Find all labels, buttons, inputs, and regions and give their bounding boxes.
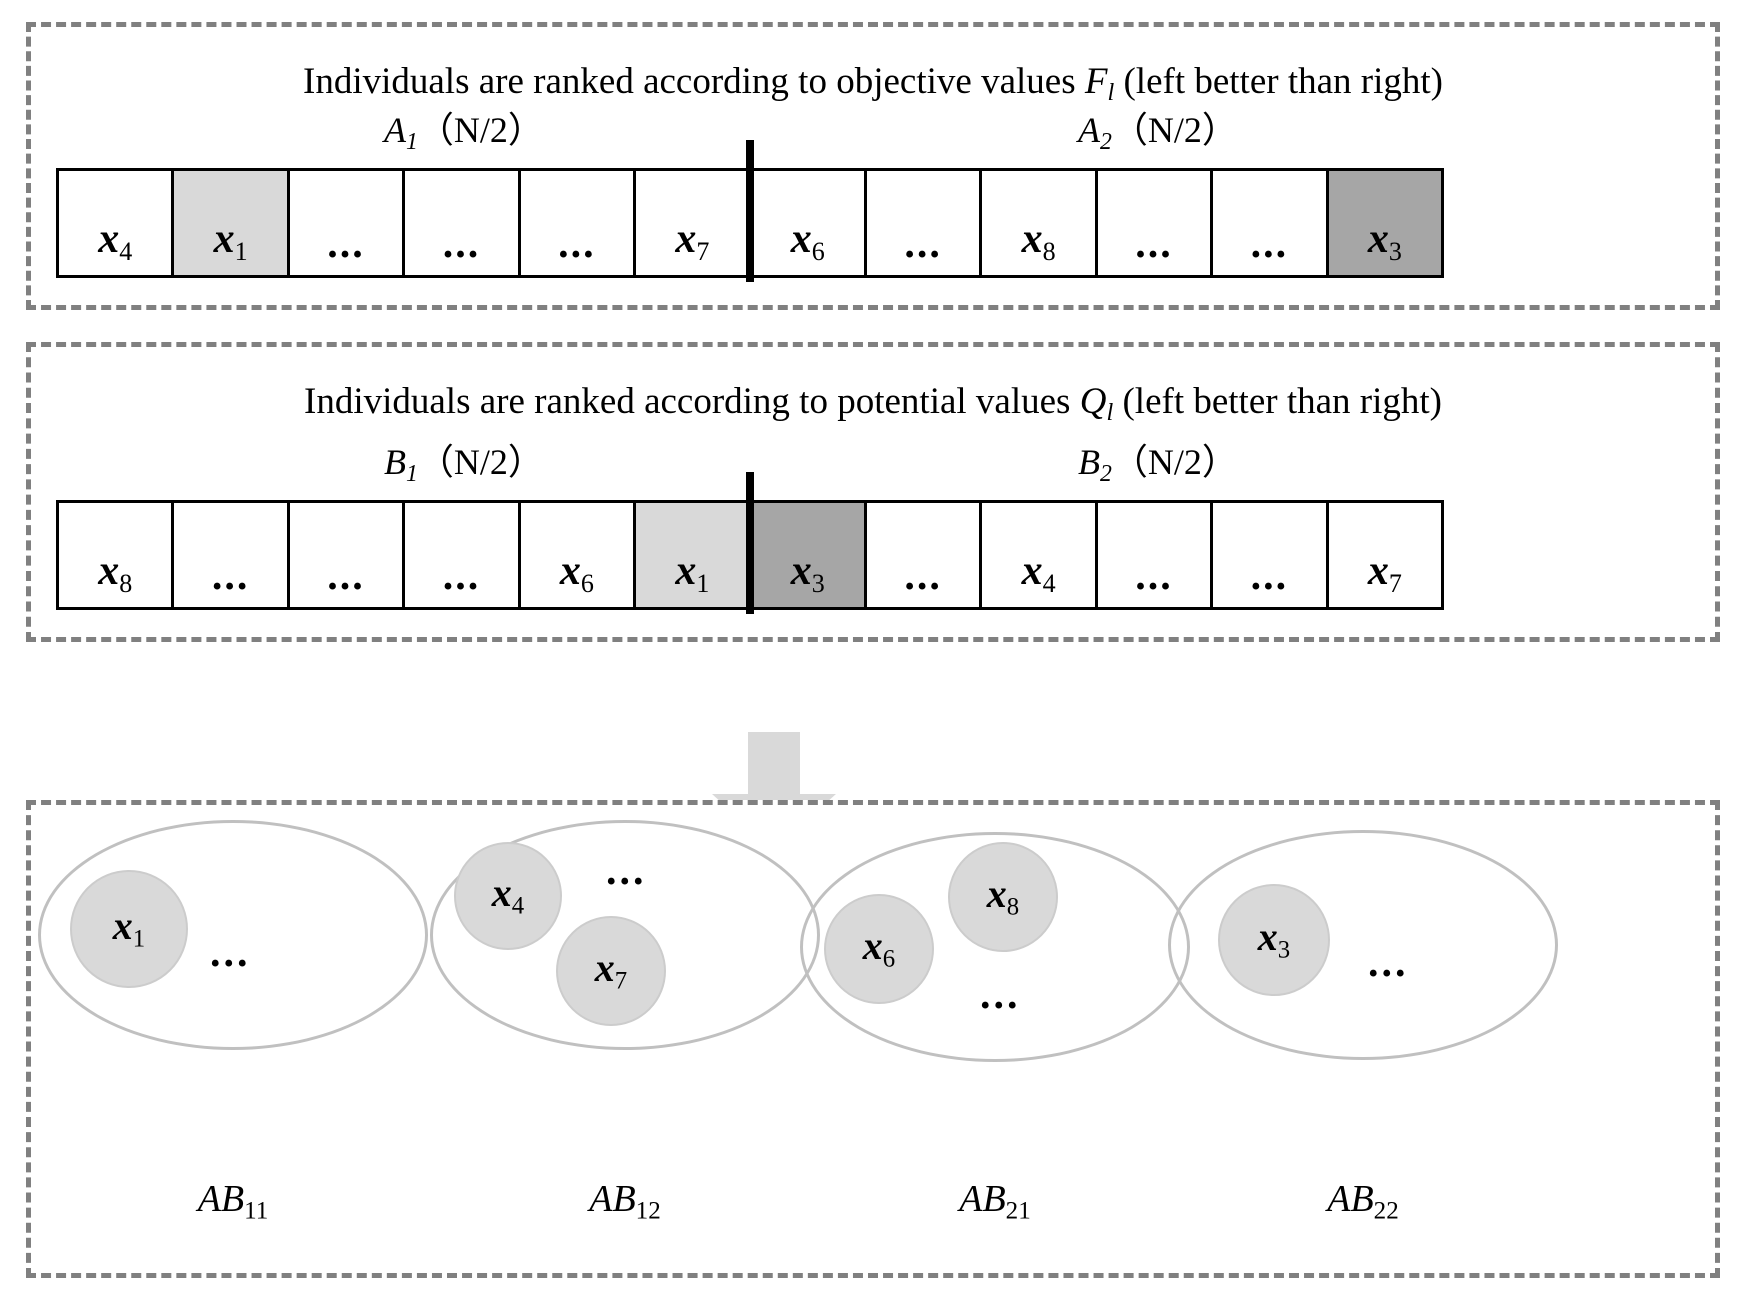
member-symbol: x4 <box>491 869 525 920</box>
group-ab21-member-1: x8 <box>948 842 1058 952</box>
objective-cell-8: x8 <box>982 171 1098 275</box>
group-ab21: x6 x8 ... <box>800 832 1190 1062</box>
individual-symbol: x8 <box>1021 216 1056 266</box>
group-ab11-member-0: x1 <box>70 870 188 988</box>
caption-objective-symbol: Fl <box>1084 61 1115 106</box>
group-ab22-member-0: x3 <box>1218 884 1330 996</box>
individual-symbol: x6 <box>559 548 594 598</box>
objective-cell-4: ... <box>520 171 637 275</box>
potential-cell-11: x7 <box>1328 503 1442 607</box>
individual-symbol: x1 <box>675 548 710 598</box>
individual-symbol: x8 <box>98 548 133 598</box>
potential-cell-4: x6 <box>520 503 637 607</box>
potential-cell-1: ... <box>174 503 290 607</box>
individual-symbol: x4 <box>98 216 133 266</box>
group-ab12-member-0: x4 <box>454 842 562 950</box>
group-label-a1: A1（N/2） <box>384 110 544 156</box>
member-symbol: x7 <box>594 944 628 995</box>
individual-symbol: x7 <box>675 216 710 266</box>
group-label-b1: B1（N/2） <box>384 442 544 488</box>
objective-cell-6: x6 <box>751 171 867 275</box>
potential-cell-7: ... <box>866 503 983 607</box>
ellipsis: ... <box>442 553 481 599</box>
ellipsis: ... <box>1250 553 1289 599</box>
individual-symbol: x3 <box>1367 216 1402 266</box>
group-ab22: x3 ... <box>1168 830 1558 1060</box>
potential-cell-6: x3 <box>751 503 867 607</box>
ellipsis: ... <box>327 221 365 267</box>
ellipsis: ... <box>1135 221 1173 267</box>
group-ab21-member-0: x6 <box>824 894 934 1004</box>
group-caption-ab12: AB12 <box>589 1178 661 1225</box>
group-label-a2: A2（N/2） <box>1078 110 1238 156</box>
member-symbol: x6 <box>862 922 896 973</box>
group-ab11: x1 ... <box>38 820 428 1050</box>
individual-symbol: x6 <box>790 216 825 266</box>
group-caption-ab11: AB11 <box>197 1178 269 1225</box>
ellipsis: ... <box>1135 553 1173 599</box>
potential-cell-5: x1 <box>636 503 752 607</box>
individual-symbol: x3 <box>790 548 825 598</box>
group-ab22-boundary <box>1168 830 1558 1060</box>
caption-objective-prefix: Individuals are ranked according to obje… <box>303 61 1085 102</box>
caption-potential-suffix: (left better than right) <box>1113 381 1442 422</box>
potential-cell-0: x8 <box>59 503 175 607</box>
ellipsis: ... <box>904 221 942 267</box>
objective-cell-9: ... <box>1097 171 1214 275</box>
panel-objective-caption: Individuals are ranked according to obje… <box>31 63 1715 105</box>
objective-cell-0: x4 <box>59 171 175 275</box>
group-label-b2: B2（N/2） <box>1078 442 1238 488</box>
ellipsis: ... <box>327 553 365 599</box>
caption-potential-prefix: Individuals are ranked according to pote… <box>304 381 1080 422</box>
group-ab21-ellipsis: ... <box>980 972 1021 1018</box>
potential-cell-10: ... <box>1213 503 1329 607</box>
objective-split-divider <box>746 140 754 282</box>
group-ab12: x4 x7 ... <box>430 820 820 1050</box>
caption-objective-suffix: (left better than right) <box>1114 61 1443 102</box>
ellipsis: ... <box>442 221 481 267</box>
potential-cell-9: ... <box>1097 503 1214 607</box>
objective-cell-5: x7 <box>636 171 752 275</box>
ellipsis: ... <box>558 221 596 267</box>
objective-cell-1: x1 <box>174 171 290 275</box>
individual-symbol: x1 <box>213 216 248 266</box>
objective-cell-3: ... <box>405 171 521 275</box>
objective-cell-7: ... <box>866 171 983 275</box>
potential-split-divider <box>746 472 754 614</box>
panel-potential-caption: Individuals are ranked according to pote… <box>31 383 1715 425</box>
ellipsis: ... <box>211 553 250 599</box>
objective-cell-10: ... <box>1213 171 1329 275</box>
potential-cell-8: x4 <box>982 503 1098 607</box>
potential-cell-2: ... <box>289 503 406 607</box>
objective-cell-2: ... <box>289 171 406 275</box>
group-ab22-ellipsis: ... <box>1368 940 1409 986</box>
group-ab12-ellipsis: ... <box>606 848 647 894</box>
group-ab11-ellipsis: ... <box>210 930 251 976</box>
group-ab12-member-1: x7 <box>556 916 666 1026</box>
ellipsis: ... <box>1250 221 1289 267</box>
caption-potential-symbol: Ql <box>1079 381 1114 426</box>
individual-symbol: x7 <box>1367 548 1402 598</box>
group-caption-ab22: AB22 <box>1327 1178 1399 1225</box>
member-symbol: x8 <box>986 870 1020 921</box>
objective-cell-11: x3 <box>1328 171 1442 275</box>
member-symbol: x1 <box>112 902 146 953</box>
group-ab11-boundary <box>38 820 428 1050</box>
group-caption-ab21: AB21 <box>959 1178 1031 1225</box>
ellipsis: ... <box>904 553 942 599</box>
member-symbol: x3 <box>1257 913 1291 964</box>
individual-symbol: x4 <box>1021 548 1056 598</box>
potential-cell-3: ... <box>405 503 521 607</box>
